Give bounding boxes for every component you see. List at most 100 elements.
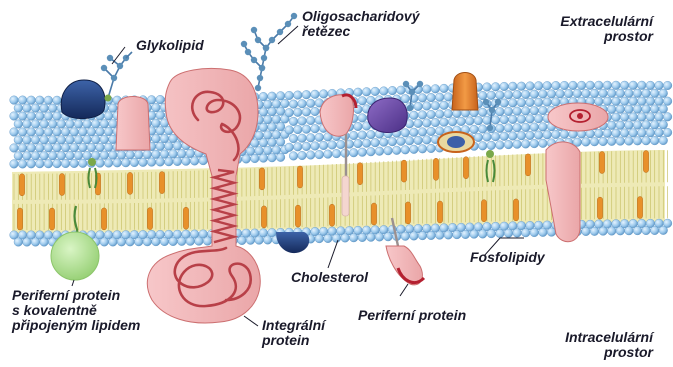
lipid-head [590,89,599,98]
lipid-head [165,157,174,166]
lipid-head [61,128,70,137]
cholesterol [463,157,468,179]
lipid-head [53,159,62,168]
lipid-head [470,125,479,134]
lipid-head [371,87,380,96]
lipid-head [530,123,539,132]
lipid-head [14,152,23,161]
lipid-head [500,99,509,108]
lipid-head [496,91,505,100]
sugar-unit [285,21,291,27]
lipid-head [40,104,49,113]
lipid-head [349,148,358,157]
lipid-head [509,82,518,91]
lipid-head [298,151,307,160]
lipid-head [642,105,651,114]
lipid-head [607,121,616,130]
lipid-head [526,98,535,107]
sugar-unit [277,29,283,35]
sugar-unit [261,55,267,61]
sugar-unit [263,45,269,51]
lipid-head [79,128,88,137]
lipid-head [259,108,268,117]
lipid-head [276,122,285,131]
lipid-head [285,91,294,100]
lipid-head [40,152,49,161]
lipid-head [397,137,406,146]
lipid-head [70,159,79,168]
cholesterol [329,204,334,226]
lipid-head [620,113,629,122]
lipid-head [543,98,552,107]
lipid-head [638,113,647,122]
lipid-head [31,104,40,113]
lipid-head [513,107,522,116]
lipid-head [156,111,165,120]
lipid-head [435,127,444,136]
lipid-head [521,107,530,116]
lipid-head [311,107,320,116]
lipid-head [160,134,169,143]
lipid-head [526,131,535,140]
lipid-head [259,92,268,101]
lipid-head [629,129,638,138]
sugar-unit [255,37,261,43]
lipid-head [625,137,634,146]
lipid-head [302,108,311,117]
lipid-head [48,151,57,160]
lipid-head [423,119,432,128]
lipid-head [14,120,23,129]
cholesterol [59,174,64,196]
lipid-head [414,102,423,111]
lipid-head [410,145,419,154]
lipid-head [276,138,285,147]
lipid-head [44,159,53,168]
lipid-head [31,120,40,129]
pink-oval-protein [548,103,608,131]
lipid-head [104,127,113,136]
purple-surface-protein [368,98,407,133]
lipid-head [418,94,427,103]
lipid-head [302,125,311,134]
lipid-head [91,135,100,144]
lipid-head [384,146,393,155]
lipid-head [358,131,367,140]
lipid-head [311,90,320,99]
lipid-head [83,135,92,144]
lipid-head [36,112,45,121]
cholesterol [17,208,22,230]
lipid-head [517,115,526,124]
lipid-head [259,154,268,163]
lipid-head [27,128,36,137]
lipid-head [444,109,453,118]
lipid-head [478,91,487,100]
lipid-head [517,82,526,91]
lipid-head [633,137,642,146]
lipid-head [289,134,298,143]
lipid-head [289,152,298,161]
lipid-head [638,129,647,138]
lipid-head [315,150,324,159]
lipid-head [53,112,62,121]
lipid-head [659,120,668,129]
lipid-head [36,128,45,137]
lipid-head [44,128,53,137]
label-phospholipids: Fosfolipidy [470,250,545,265]
lipid-head [199,156,208,165]
lipid-head [388,86,397,95]
lipid-head [513,123,522,132]
lipid-head [27,160,36,169]
lipid-head [96,159,105,168]
lipid-head [319,90,328,99]
lipid-head [401,94,410,103]
lipid-head [646,81,655,90]
lipid-head [534,114,543,123]
lipid-head [397,86,406,95]
lipid-head [362,88,371,97]
lipid-head [104,112,113,121]
lipid-head [496,141,505,150]
lipid-head [590,137,599,146]
lipid-head [18,96,27,105]
lipid-head [595,129,604,138]
lipid-head [18,112,27,121]
